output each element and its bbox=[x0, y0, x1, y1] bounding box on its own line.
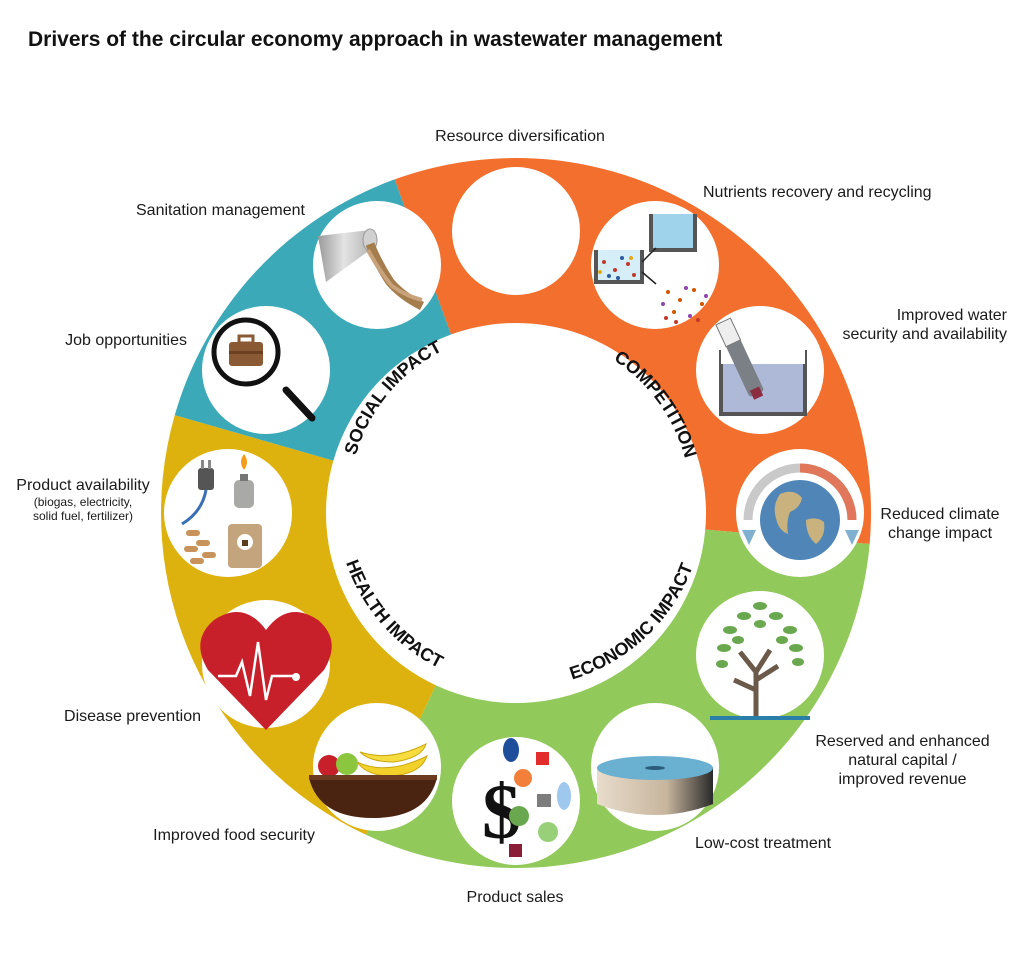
label-job-opportunities: Job opportunities bbox=[65, 332, 187, 349]
discharge-pipe-icon bbox=[313, 201, 441, 329]
globe-arrows-icon bbox=[736, 449, 864, 577]
heart-pulse-icon bbox=[200, 600, 332, 730]
label-sanitation-management: Sanitation management bbox=[136, 202, 305, 219]
label-nutrients-recovery: Nutrients recovery and recycling bbox=[703, 184, 932, 201]
label-food-security: Improved food security bbox=[153, 827, 315, 844]
dollar-shapes-icon: $ bbox=[452, 737, 580, 865]
tree-icon bbox=[696, 591, 824, 720]
water-probe-icon bbox=[696, 306, 824, 434]
page-title: Drivers of the circular economy approach… bbox=[28, 28, 723, 51]
label-water-security: Improved water security and availability bbox=[842, 307, 1007, 343]
tanks-with-particles-icon bbox=[591, 201, 719, 329]
briefcase-magnifier-icon bbox=[202, 306, 330, 434]
energy-products-icon bbox=[164, 449, 292, 577]
label-low-cost-treatment: Low-cost treatment bbox=[695, 835, 832, 852]
label-product-availability: Product availability (biogas, electricit… bbox=[16, 477, 150, 523]
treatment-tank-icon bbox=[591, 703, 719, 831]
label-natural-capital: Reserved and enhanced natural capital / … bbox=[815, 733, 990, 788]
label-product-sales: Product sales bbox=[466, 889, 564, 906]
label-climate-change: Reduced climate change impact bbox=[880, 506, 1000, 542]
fruit-bowl-icon bbox=[309, 703, 441, 831]
resource-diversification-icon bbox=[452, 167, 580, 295]
label-resource-diversification: Resource diversification bbox=[435, 128, 605, 145]
label-disease-prevention: Disease prevention bbox=[64, 708, 201, 725]
